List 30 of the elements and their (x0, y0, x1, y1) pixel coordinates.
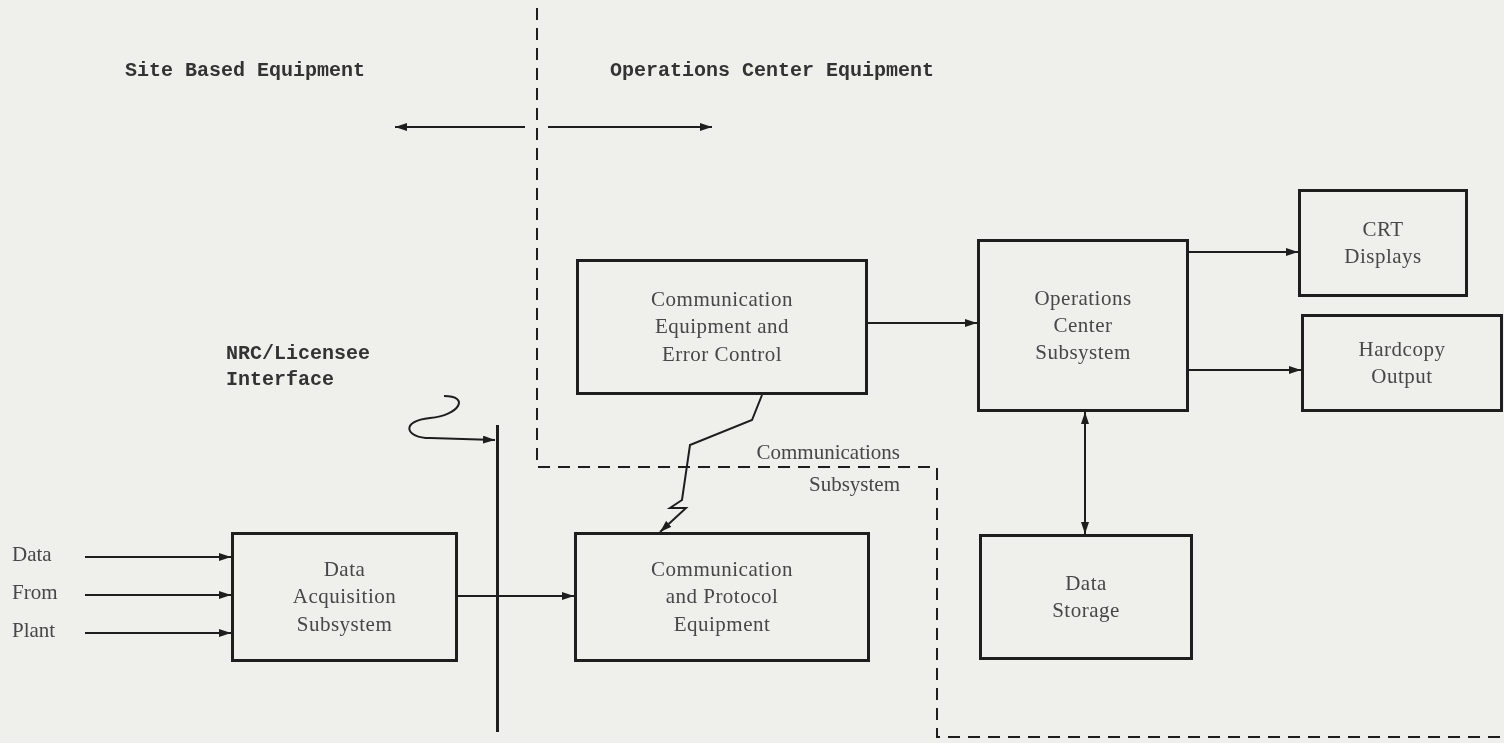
process-box (979, 534, 1193, 660)
leader-line (408, 395, 496, 444)
interface-line (496, 425, 499, 732)
annotation-label: NRC/Licensee Interface (226, 338, 454, 396)
arrow (84, 553, 232, 561)
process-box (231, 532, 458, 662)
box-label: Hardcopy Output (1357, 335, 1447, 390)
process-box (1301, 314, 1503, 412)
box-label: Data Storage (1051, 569, 1121, 624)
process-box (574, 532, 870, 662)
box-label: Operations Center Subsystem (1033, 284, 1133, 367)
box-label: Communication Equipment and Error Control (650, 286, 794, 368)
box-label: Communication and Protocol Equipment (650, 556, 794, 638)
region-label: Operations Center Equipment (610, 58, 936, 84)
arrow (1188, 248, 1299, 256)
arrow (1188, 366, 1302, 374)
arrow (867, 319, 978, 327)
arrow (84, 629, 232, 637)
arrow (84, 591, 232, 599)
process-box (1298, 189, 1468, 297)
process-box (576, 259, 868, 395)
link-arrow (659, 394, 763, 533)
process-box (977, 239, 1189, 412)
box-label: Data Acquisition Subsystem (291, 556, 398, 638)
region-label: Communications Subsystem (755, 439, 900, 498)
box-label: CRT Displays (1343, 215, 1423, 270)
arrow (457, 592, 575, 600)
input-label: Data From Plant (12, 538, 82, 648)
arrow (1081, 411, 1089, 535)
region-label: Site Based Equipment (125, 58, 367, 84)
